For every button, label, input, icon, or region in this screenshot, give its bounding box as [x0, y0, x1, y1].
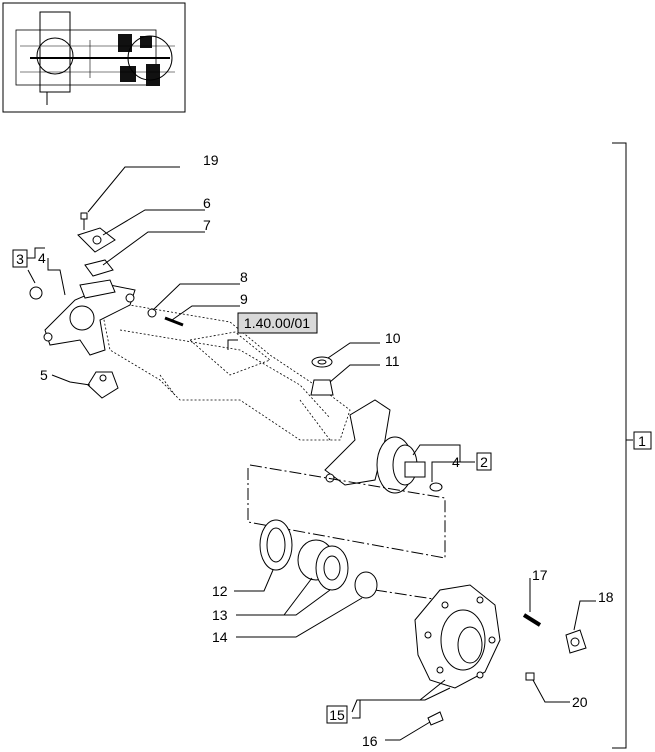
callout-16: 16 — [362, 733, 378, 749]
callout-4-right: 4 — [452, 454, 460, 470]
bearings — [259, 519, 378, 599]
callout-box-2: 2 — [480, 454, 488, 470]
callout-box-15: 15 — [329, 707, 345, 723]
callout-19: 19 — [203, 152, 219, 168]
callout-5: 5 — [40, 367, 48, 383]
callout-12: 12 — [212, 583, 228, 599]
callout-14: 14 — [212, 629, 228, 645]
left-steering-knuckle — [29, 284, 136, 356]
reference-label-text: 1.40.00/01 — [244, 315, 310, 331]
callout-13: 13 — [212, 607, 228, 623]
callouts: 19 6 7 8 9 10 11 4 4 5 12 13 14 17 18 20… — [38, 152, 614, 749]
overview-thumbnail — [2, 2, 186, 113]
explode-lines — [247, 464, 446, 601]
leader-lines — [27, 166, 596, 741]
group-1-bracket — [612, 142, 633, 749]
wheel-hub — [414, 584, 501, 726]
callout-box-3: 3 — [16, 251, 24, 267]
callout-17: 17 — [532, 567, 548, 583]
reference-label: 1.40.00/01 — [237, 312, 318, 334]
callout-8: 8 — [240, 269, 248, 285]
callout-10: 10 — [385, 330, 401, 346]
small-parts-left — [77, 212, 184, 399]
small-parts-middle — [310, 356, 334, 396]
callout-11: 11 — [385, 353, 400, 369]
callout-9: 9 — [240, 291, 248, 307]
callout-7: 7 — [203, 217, 211, 233]
callout-18: 18 — [598, 589, 614, 605]
callout-box-1: 1 — [638, 433, 646, 449]
callout-6: 6 — [203, 195, 211, 211]
callout-20: 20 — [572, 694, 588, 710]
boxed-callouts: 3 2 1 15 — [12, 247, 652, 724]
right-steering-knuckle — [324, 399, 443, 494]
callout-4-left: 4 — [38, 250, 46, 266]
small-parts-right — [522, 613, 587, 681]
axle-beam — [99, 299, 351, 441]
